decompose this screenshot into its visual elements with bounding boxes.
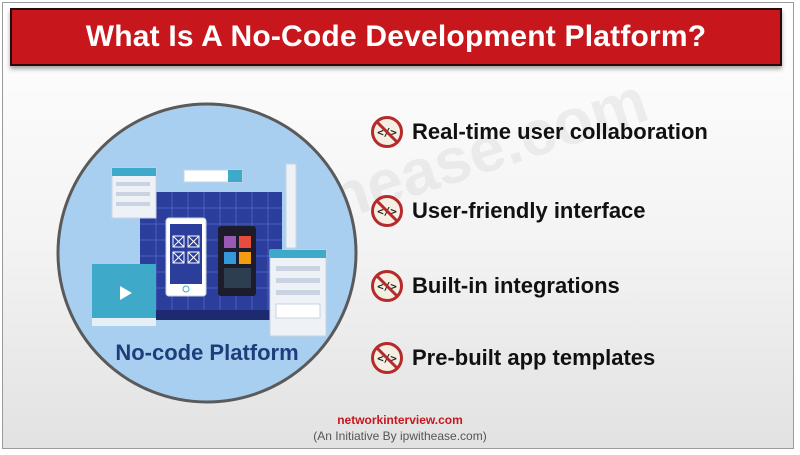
feature-item: </> Built-in integrations (370, 266, 620, 306)
footer-site: networkinterview.com (337, 413, 463, 427)
no-code-tag-icon: </> (371, 270, 403, 302)
no-code-illustration: No-code Platform (54, 100, 360, 406)
feature-item: </> Pre-built app templates (370, 338, 655, 378)
no-code-tag-icon: </> (371, 342, 403, 374)
page-title: What Is A No-Code Development Platform? (85, 20, 707, 53)
footer-tagline: (An Initiative By ipwithease.com) (313, 429, 487, 443)
feature-label: Pre-built app templates (412, 345, 656, 370)
no-code-tag-icon: </> (371, 116, 403, 148)
no-code-platform-illustration (56, 102, 358, 404)
feature-label: User-friendly interface (412, 198, 646, 223)
no-code-tag-icon: </> (371, 195, 403, 227)
feature-item: </> Real-time user collaboration (370, 112, 708, 152)
feature-label: Built-in integrations (412, 273, 620, 298)
feature-item: </> User-friendly interface (370, 191, 646, 231)
feature-label: Real-time user collaboration (412, 119, 708, 144)
circle-caption: No-code Platform (115, 340, 299, 365)
title-banner: What Is A No-Code Development Platform? (10, 8, 782, 66)
